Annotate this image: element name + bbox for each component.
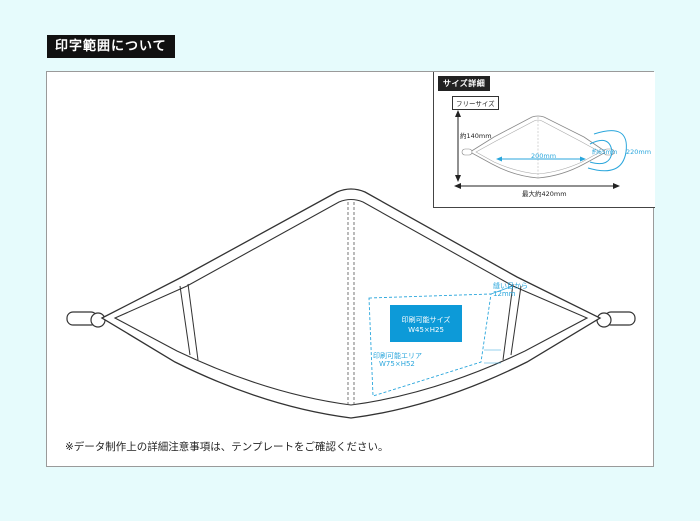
right-inner-seam-2 [502,283,514,361]
printable-area-outline [368,293,492,397]
height-label: 約140mm [460,131,492,140]
print-size-label: 印刷可能サイズ [402,315,451,324]
left-ear-toggle [66,311,106,328]
left-inner-seam [179,285,191,356]
template-note: ※データ制作上の詳細注意事項は、テンプレートをご確認ください。 [65,441,389,453]
print-area-label: 印刷可能エリア [373,351,422,360]
seam-offset-guide [490,285,514,295]
ear-arc-outer [587,130,627,172]
mask-binding [113,198,589,406]
size-detail-inset: サイズ詳細 フリーサイズ 約140mm 200mm 約65mm 220mm [433,72,655,208]
right-ear-toggle [596,311,636,328]
diagram-panel: 縫い目から 12mm 印刷可能サイズ W45×H25 印刷可能エリア W75×H… [46,71,655,467]
left-inner-seam-2 [187,283,199,361]
seam-value: 12mm [493,290,516,298]
ear-inner-label: 約65mm [592,148,617,156]
print-size-value: W45×H25 [408,326,444,334]
right-inner-seam [510,285,522,356]
size-detail-diagram: 約140mm 200mm 約65mm 220mm 最大約420mm [454,110,651,198]
ear-outer-label: 220mm [626,148,651,156]
print-area-value: W75×H52 [379,360,415,368]
mask-diagram: 縫い目から 12mm 印刷可能サイズ W45×H25 印刷可能エリア W75×H… [66,188,636,419]
printable-size-box [390,305,462,342]
inner-width-label: 200mm [531,152,556,160]
ear-arc-inner [589,139,613,165]
page-title: 印字範囲について [47,35,175,58]
seam-label: 縫い目から [493,281,528,290]
max-width-label: 最大約420mm [522,189,567,198]
size-detail-title: サイズ詳細 [438,76,491,91]
free-size-badge: フリーサイズ [452,96,499,110]
